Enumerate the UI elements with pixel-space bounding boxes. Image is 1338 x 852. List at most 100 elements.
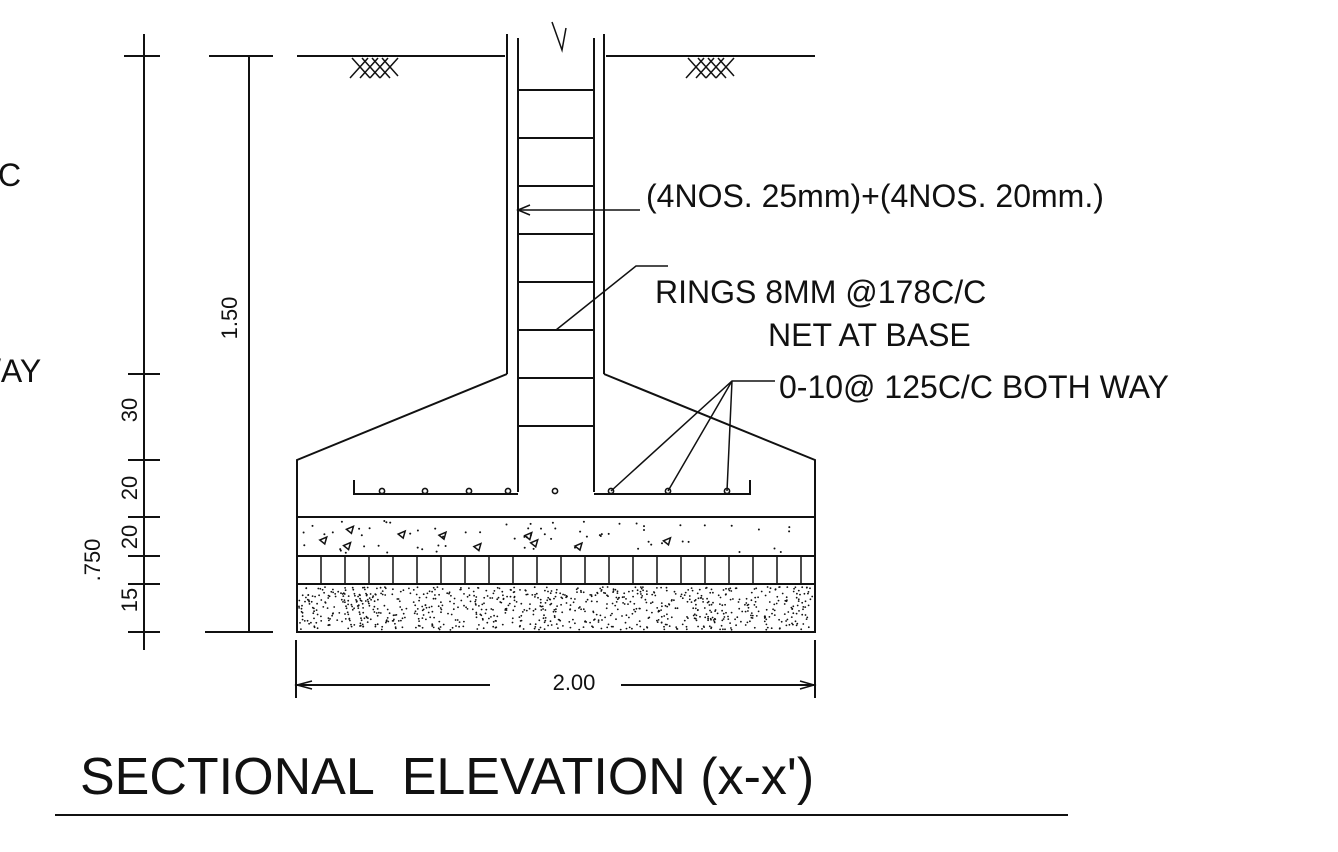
sand-speck [452,608,455,611]
sand-speck [765,608,768,611]
sand-speck [773,603,776,606]
sand-speck [430,605,433,608]
sand-speck [656,607,659,609]
pcc-speck [579,530,582,533]
sand-speck [721,604,724,607]
pcc-speck [551,521,554,524]
sand-speck [412,601,415,603]
sand-speck [374,593,377,596]
sand-speck [448,591,451,594]
sand-speck [755,606,758,608]
sand-speck [697,625,699,628]
sand-speck [806,586,808,589]
sand-speck [688,598,691,601]
sand-speck [532,609,535,612]
pcc-speck [738,551,741,553]
pcc-speck [643,525,645,528]
sand-speck [666,618,669,620]
sand-speck [665,589,668,592]
sand-speck [322,606,325,608]
pcc-speck [527,527,530,530]
sand-speck [323,591,325,594]
sand-speck [565,602,568,604]
sand-speck [719,596,722,599]
sand-speck [607,623,610,626]
sand-speck [383,604,386,607]
sand-speck [478,624,480,626]
pcc-speck [635,522,638,525]
sand-speck [570,597,572,600]
sand-speck [625,614,628,617]
sand-speck [645,590,648,592]
sand-speck [513,586,515,589]
sand-speck [321,588,324,591]
sand-speck [543,628,546,630]
sand-speck [482,627,485,630]
sand-speck [408,587,410,590]
sand-speck [772,608,774,611]
sand-speck [374,625,377,628]
sand-speck [634,586,637,589]
sand-speck [377,598,379,601]
aggregate-mark [529,538,539,549]
sand-speck [728,589,731,592]
sand-speck [606,626,609,629]
pcc-speck [435,550,438,553]
sand-speck [778,586,781,588]
sand-speck [301,604,303,607]
sand-speck [618,597,620,599]
sand-speck [298,599,301,602]
sand-speck [513,599,516,602]
sand-speck [661,605,663,608]
sand-speck [434,594,436,596]
sand-speck [376,587,378,590]
sand-speck [535,592,538,595]
sand-speck [504,609,507,611]
sand-speck [568,621,571,623]
sand-speck [396,598,399,600]
sand-speck [350,603,353,606]
sand-speck [544,617,547,619]
brick-soling-layer [320,556,802,584]
sand-speck [795,624,798,627]
pcc-speck [444,545,447,547]
sand-speck [629,600,632,603]
pcc-speck [442,535,445,538]
sand-speck [360,617,362,620]
sand-speck [610,625,613,628]
sand-speck [384,594,387,596]
pcc-speck [687,540,690,543]
sand-speck [562,593,564,596]
sand-speck [326,607,329,609]
sand-speck [556,605,558,607]
sand-speck [747,610,749,612]
pcc-speck [479,531,482,534]
sand-speck [338,612,341,614]
sand-speck [483,602,485,605]
sand-speck [440,601,442,604]
sand-speck [786,618,789,621]
sand-speck [769,587,772,590]
sand-speck [509,595,512,598]
sand-speck [792,605,795,608]
sand-speck [681,623,684,626]
sand-speck [664,604,667,607]
sand-speck [558,618,561,621]
sand-speck [502,594,504,597]
sand-speck [376,614,379,617]
sand-speck [730,590,733,592]
sand-speck [730,611,733,614]
sand-speck [798,610,800,612]
sand-speck [791,607,794,610]
sand-speck [341,620,343,623]
sand-speck [329,618,331,620]
sand-speck [612,625,614,628]
sand-speck [738,598,741,601]
sand-speck [369,593,372,595]
sand-speck [623,592,626,595]
sand-speck [747,603,750,606]
pcc-speck [599,535,602,537]
sand-speck [794,586,797,589]
sand-speck [595,613,598,616]
sand-speck [708,604,711,606]
